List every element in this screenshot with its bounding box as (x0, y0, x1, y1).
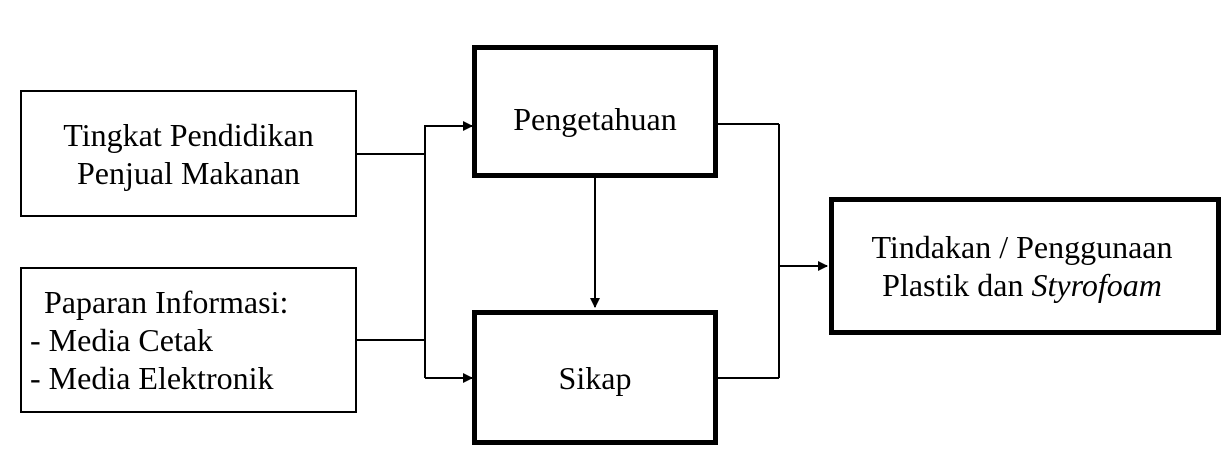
exposure-line3: - Media Elektronik (30, 360, 274, 396)
knowledge-label: Pengetahuan (513, 101, 677, 137)
action-line2-italic: Styrofoam (1031, 267, 1162, 303)
knowledge-box: Pengetahuan (472, 45, 718, 178)
exposure-line1: Paparan Informasi: (44, 284, 289, 320)
action-line2: Plastik dan Styrofoam (882, 266, 1162, 304)
attitude-box: Sikap (472, 310, 718, 445)
education-line1: Tingkat Pendidikan (63, 116, 314, 153)
action-line2-prefix: Plastik dan (882, 267, 1032, 303)
education-line2: Penjual Makanan (76, 154, 301, 191)
action-line1: Tindakan / Penggunaan (871, 229, 1173, 265)
education-box: Tingkat Pendidikan Penjual Makanan (20, 90, 357, 217)
attitude-label: Sikap (558, 359, 632, 396)
action-box: Tindakan / Penggunaan Plastik dan Styrof… (829, 197, 1221, 335)
exposure-box: Paparan Informasi: - Media Cetak - Media… (20, 267, 357, 413)
exposure-line2: - Media Cetak (30, 322, 214, 358)
